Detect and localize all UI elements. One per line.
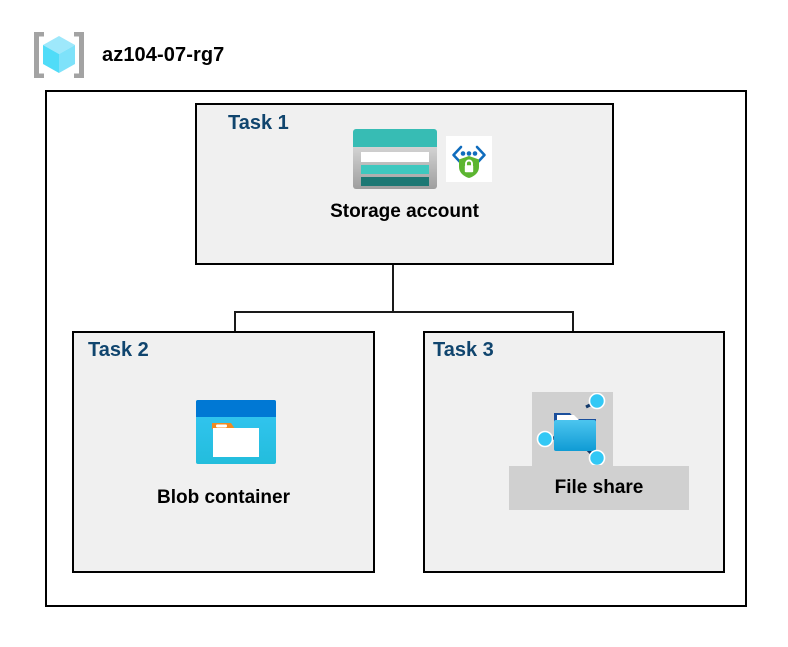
storage-account-icon bbox=[352, 128, 438, 190]
task-3-label: Task 3 bbox=[433, 339, 494, 361]
resource-group-title: az104-07-rg7 bbox=[102, 43, 225, 66]
connector-horizontal-bus bbox=[234, 311, 574, 313]
file-share-icon bbox=[534, 392, 610, 467]
private-endpoint-icon bbox=[446, 136, 492, 182]
storage-account-label: Storage account bbox=[330, 201, 479, 222]
blob-container-label: Blob container bbox=[156, 487, 290, 508]
task-2-label: Task 2 bbox=[88, 339, 149, 361]
resource-group-header: az104-07-rg7 bbox=[30, 26, 450, 84]
resource-group-icon bbox=[30, 29, 88, 81]
connector-storage-stem bbox=[392, 227, 394, 313]
file-share-label: File share bbox=[554, 477, 644, 498]
task-1-label: Task 1 bbox=[228, 112, 289, 134]
blob-container-icon bbox=[194, 396, 278, 468]
file-share-label-highlight bbox=[509, 466, 689, 510]
